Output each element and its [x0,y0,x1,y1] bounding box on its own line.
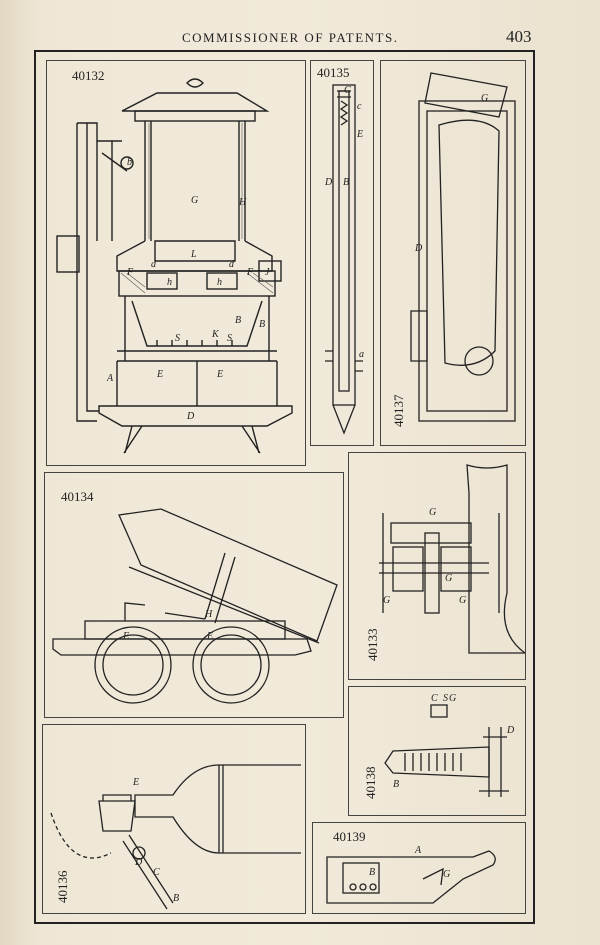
figure-number: 40133 [365,628,380,662]
svg-text:B: B [393,779,399,790]
svg-text:G: G [445,573,452,584]
figure-number: 40132 [72,68,105,83]
figure-number: 40134 [61,489,94,504]
svg-text:G: G [459,595,466,606]
svg-text:d: d [151,259,157,270]
svg-text:H: H [204,609,213,620]
svg-text:E: E [122,631,129,642]
figure-40139: 40139 A B G [312,822,526,914]
svg-text:F: F [246,267,254,278]
svg-text:G: G [449,693,456,704]
page-number: 403 [506,27,532,46]
svg-text:C: C [431,693,438,704]
page-header: COMMISSIONER OF PATENTS. 403 [0,27,600,50]
svg-text:J: J [265,267,270,278]
svg-text:G: G [383,595,390,606]
running-title: COMMISSIONER OF PATENTS. [182,30,399,45]
svg-text:a: a [359,349,364,360]
svg-text:E: E [216,369,223,380]
svg-text:c: c [357,101,362,112]
svg-text:G: G [191,195,198,206]
svg-text:D: D [324,177,333,188]
svg-text:G: G [481,93,488,104]
figure-number: 40138 [363,766,378,800]
svg-text:D: D [506,725,515,736]
svg-text:C: C [153,867,160,878]
svg-text:F: F [126,267,134,278]
figure-number: 40135 [317,65,350,80]
svg-text:b: b [127,157,132,168]
svg-text:B: B [369,867,375,878]
svg-text:E: E [206,631,213,642]
svg-text:B: B [259,319,265,330]
figure-number: 40137 [391,394,406,428]
bottle-drawing: E DC B [50,764,301,910]
svg-text:G: G [429,507,436,518]
figure-number: 40136 [55,870,70,904]
plate-frame: 40132 [34,50,535,924]
svg-text:C: C [344,85,351,96]
figure-40132: 40132 [46,60,306,466]
svg-text:E: E [356,129,363,140]
svg-text:D: D [134,857,143,868]
svg-text:D: D [186,411,195,422]
svg-text:S: S [227,333,232,344]
svg-text:B: B [173,893,179,904]
svg-text:d: d [229,259,235,270]
svg-text:L: L [190,249,197,260]
svg-text:S: S [443,693,448,704]
svg-text:B: B [343,177,349,188]
figure-number: 40139 [333,829,366,844]
svg-text:K: K [211,329,220,340]
svg-text:E: E [156,369,163,380]
svg-text:H: H [238,197,247,208]
svg-text:D: D [414,243,423,254]
bed-drawing: GD [410,72,516,422]
corkscrew-drawing: A B G [326,845,496,904]
svg-text:h: h [167,277,172,288]
svg-text:A: A [106,373,114,384]
svg-text:S: S [175,333,180,344]
svg-text:E: E [132,777,139,788]
svg-text:G: G [443,869,450,880]
svg-text:h: h [217,277,222,288]
svg-text:B: B [235,315,241,326]
svg-text:A: A [414,845,422,856]
